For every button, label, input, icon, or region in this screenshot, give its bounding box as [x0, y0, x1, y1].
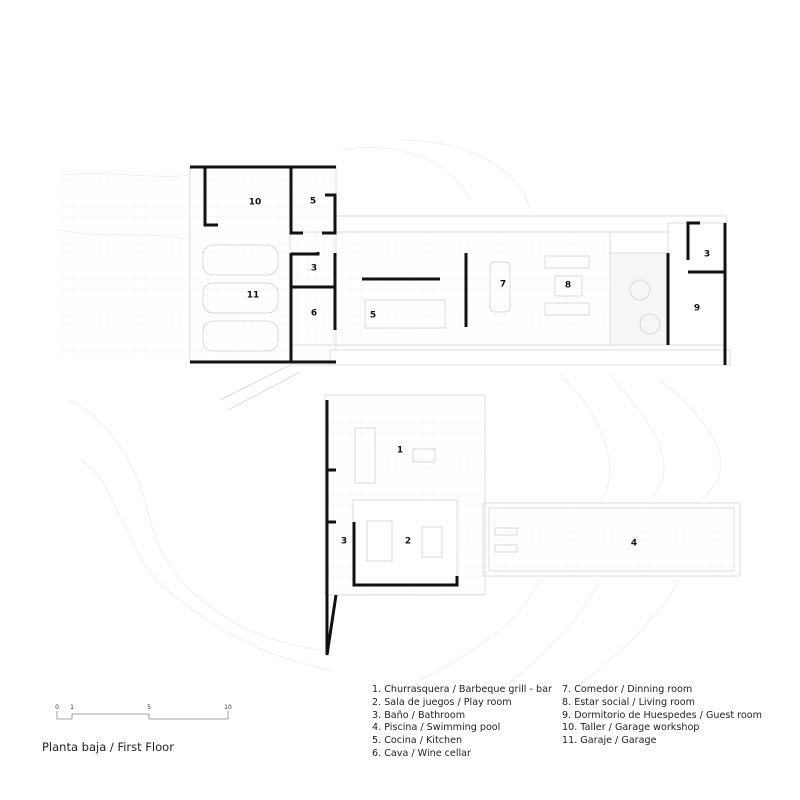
walls	[190, 165, 727, 656]
terrain-contours	[59, 139, 722, 701]
room-label-garage: 11	[247, 291, 260, 301]
furniture	[202, 244, 661, 562]
legend-item: 5. Cocina / Kitchen	[372, 735, 463, 747]
room-label-pool: 4	[631, 539, 637, 549]
room-label-dining: 7	[500, 280, 506, 290]
room-label-kitchen-small: 5	[310, 197, 316, 207]
legend-item: 1. Churrasquera / Barbeque grill - bar	[372, 684, 552, 695]
room-labels: 10 5 3 11 6 5 7 8 3 9 1 2 3 4	[247, 197, 710, 549]
room-label-living: 8	[565, 281, 571, 291]
room-label-guest: 9	[694, 304, 700, 314]
room-label-bath-right: 3	[704, 250, 710, 260]
legend-item: 8. Estar social / Living room	[562, 696, 695, 708]
scale-tick: 0	[55, 704, 59, 711]
scale-tick: 5	[147, 704, 151, 711]
legend-item: 2. Sala de juegos / Play room	[372, 696, 512, 708]
room-label-bath-lower: 3	[341, 537, 347, 547]
legend-column-1: 1. Churrasquera / Barbeque grill - bar 2…	[372, 684, 552, 761]
room-label-kitchen: 5	[370, 311, 376, 321]
room-label-bbq: 1	[397, 446, 403, 456]
legend-item: 10. Taller / Garage workshop	[562, 722, 700, 734]
scale-tick: 10	[224, 704, 232, 711]
room-label-bath-left: 3	[311, 264, 317, 274]
legend-item: 3. Baño / Bathroom	[372, 709, 466, 721]
legend-item: 4. Piscina / Swimming pool	[372, 722, 501, 734]
building-slabs	[60, 166, 741, 596]
scale-tick: 1	[70, 704, 74, 711]
plan-title: Planta baja / First Floor	[42, 740, 174, 754]
room-label-play: 2	[405, 537, 411, 547]
legend-item: 9. Dormitorio de Huespedes / Guest room	[562, 709, 763, 721]
room-label-cellar: 6	[311, 309, 317, 319]
scale-bar: 0 1 5 10	[55, 704, 232, 720]
legend-item: 6. Cava / Wine cellar	[372, 747, 471, 759]
legend-column-2: 7. Comedor / Dinning room 8. Estar socia…	[562, 684, 762, 748]
legend-item: 11. Garaje / Garage	[562, 735, 657, 747]
legend-item: 7. Comedor / Dinning room	[562, 684, 693, 695]
room-label-workshop: 10	[249, 198, 262, 208]
